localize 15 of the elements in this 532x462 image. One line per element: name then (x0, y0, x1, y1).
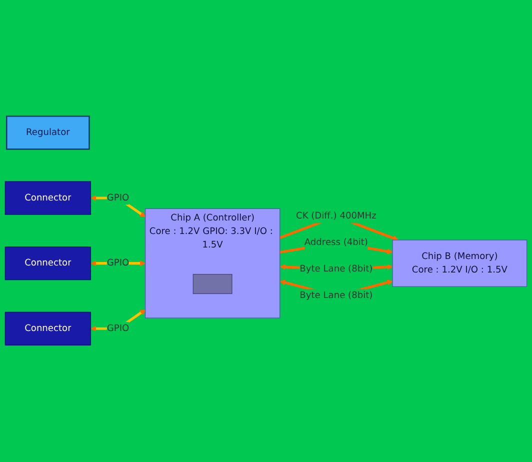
edge-label: Byte Lane (8bit) (300, 264, 373, 275)
edge-label: GPIO (106, 192, 130, 204)
edge-label: CK (Diff.) 400MHz (296, 211, 376, 222)
edge-label: Address (4bit) (304, 238, 368, 248)
node-box: Connector (4, 182, 92, 216)
node-box: Regulator (6, 116, 90, 150)
arrow (90, 195, 146, 218)
node-box: Connector (4, 312, 92, 346)
edge-label: GPIO (106, 258, 130, 269)
node-box (192, 274, 232, 294)
node-box: Chip B (Memory) Core : 1.2V I/O : 1.5V (392, 240, 528, 288)
edge-label: Byte Lane (8bit) (300, 290, 373, 302)
node-box: Connector (4, 246, 92, 280)
cluster: Chip A (Controller) Core : 1.2V GPIO: 3.3V I/O : 1.5V (145, 208, 280, 319)
edge-label: GPIO (106, 323, 130, 334)
